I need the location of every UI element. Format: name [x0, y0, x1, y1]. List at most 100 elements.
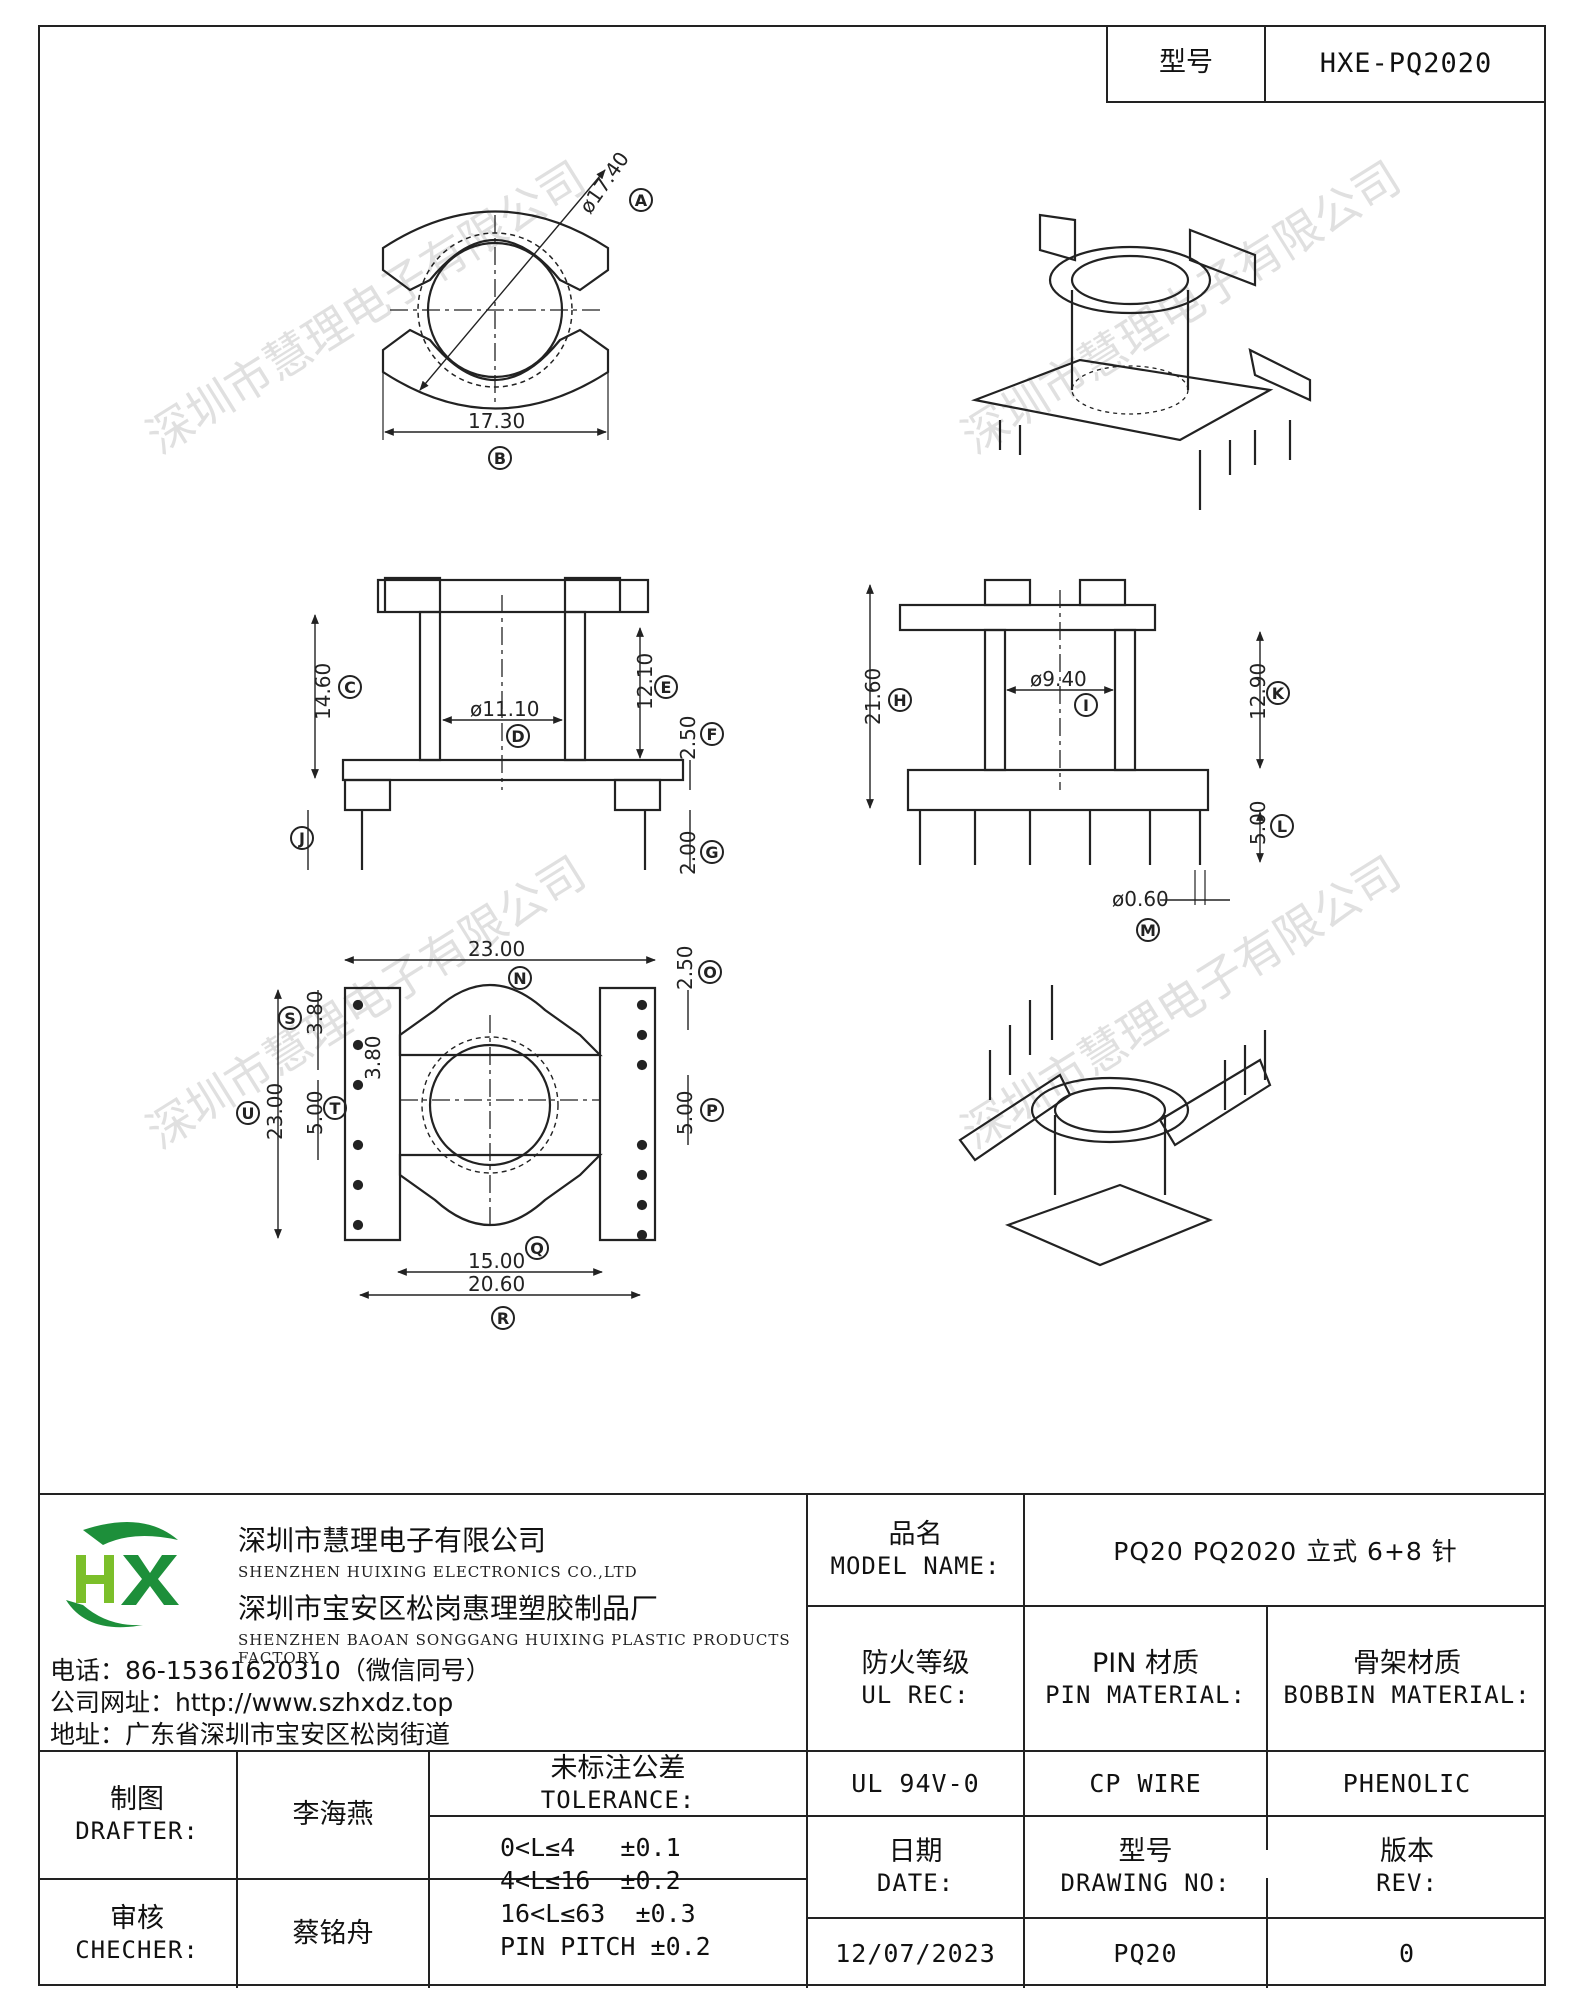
svg-text:E: E	[661, 678, 672, 697]
watermark-text-3: 深圳市慧理电子有限公司	[137, 845, 595, 1159]
drawing-no-label-en: DRAWING NO:	[1060, 1869, 1231, 1897]
company-area: HX 深圳市慧理电子有限公司 SHENZHEN HUIXING ELECTRON…	[38, 1495, 808, 1750]
marker-M: M	[1136, 918, 1160, 942]
marker-J: J	[290, 826, 314, 850]
dim-L: 5.00	[1246, 800, 1270, 845]
drafter-label-en: DRAFTER:	[75, 1817, 199, 1845]
watermark-text-2: 深圳市慧理电子有限公司	[952, 150, 1410, 464]
marker-C: C	[338, 675, 362, 699]
svg-text:A: A	[635, 191, 648, 210]
drafter-label: 制图 DRAFTER:	[38, 1752, 236, 1878]
marker-K: K	[1266, 681, 1290, 705]
pin-material-label-en: PIN MATERIAL:	[1045, 1680, 1246, 1709]
dim-S: 3.80	[303, 990, 327, 1035]
tolerance-row: PIN PITCH ±0.2	[500, 1932, 711, 1961]
dim-G: 2.00	[676, 830, 700, 875]
dim-B: 17.30	[468, 409, 525, 433]
company-address: 地址：广东省深圳市宝安区松岗街道	[50, 1720, 451, 1749]
dim-K: 12.90	[1246, 663, 1270, 720]
factory-name-cn: 深圳市宝安区松岗惠理塑胶制品厂	[238, 1592, 659, 1625]
dim-T: 5.00	[303, 1090, 327, 1135]
side-view	[866, 578, 1264, 905]
svg-text:I: I	[1083, 696, 1089, 715]
marker-D: D	[506, 724, 530, 748]
rev-value: 0	[1398, 1939, 1416, 1968]
svg-text:R: R	[497, 1309, 509, 1328]
company-logo-icon: HX	[66, 1522, 179, 1634]
dim-N: 23.00	[468, 937, 525, 961]
bobbin-material-label-en: BOBBIN MATERIAL:	[1283, 1680, 1531, 1709]
dim-C: 14.60	[311, 663, 335, 720]
marker-I: I	[1074, 693, 1098, 717]
bottom-view	[274, 956, 689, 1299]
marker-H: H	[888, 688, 912, 712]
dim-S2: 3.80	[361, 1035, 385, 1080]
svg-text:HX: HX	[148, 1632, 150, 1634]
marker-U: U	[236, 1101, 260, 1125]
dim-H: 21.60	[861, 668, 885, 725]
dim-F: 2.50	[676, 715, 700, 760]
tolerance-row: 0<L≤4 ±0.1	[500, 1833, 681, 1862]
svg-text:T: T	[330, 1099, 341, 1118]
company-website: 公司网址：http://www.szhxdz.top	[50, 1688, 454, 1717]
marker-Q: Q	[525, 1236, 549, 1260]
watermark-group: 深圳市慧理电子有限公司 深圳市慧理电子有限公司 深圳市慧理电子有限公司 深圳市慧…	[137, 150, 1410, 1159]
checker-label-cn: 审核	[110, 1903, 164, 1934]
date-label-cn: 日期	[888, 1836, 943, 1867]
checker-value: 蔡铭舟	[292, 1918, 374, 1949]
date-value: 12/07/2023	[835, 1939, 996, 1968]
svg-text:F: F	[707, 725, 718, 744]
header-model-box: 型号 HXE-PQ2020	[1106, 25, 1546, 103]
rev-label-en: REV:	[1376, 1869, 1438, 1897]
title-block: HX 深圳市慧理电子有限公司 SHENZHEN HUIXING ELECTRON…	[38, 1493, 1546, 1988]
svg-text:B: B	[494, 449, 506, 468]
rev-label-cn: 版本	[1380, 1836, 1434, 1867]
dim-Q: 15.00	[468, 1249, 525, 1273]
dim-I: ø9.40	[1030, 667, 1087, 691]
svg-text:J: J	[298, 829, 305, 848]
svg-text:U: U	[242, 1104, 255, 1123]
rev-label: 版本 REV:	[1268, 1817, 1546, 1917]
svg-text:G: G	[705, 843, 718, 862]
top-view	[381, 169, 610, 440]
svg-text:H: H	[893, 691, 906, 710]
svg-text:P: P	[706, 1101, 718, 1120]
company-name-cn: 深圳市慧理电子有限公司	[238, 1524, 547, 1557]
bobbin-material-label-cn: 骨架材质	[1353, 1647, 1461, 1679]
bobbin-material-value: PHENOLIC	[1342, 1769, 1472, 1798]
marker-P: P	[700, 1098, 724, 1122]
date-label: 日期 DATE:	[808, 1817, 1023, 1917]
marker-G: G	[700, 840, 724, 864]
drawing-no-label: 型号 DRAWING NO:	[1025, 1817, 1266, 1917]
ul-value: UL 94V-0	[851, 1769, 980, 1798]
pin-material-label: PIN 材质 PIN MATERIAL:	[1025, 1607, 1266, 1750]
pin-material-value: CP WIRE	[1089, 1769, 1202, 1798]
bobbin-material-label: 骨架材质 BOBBIN MATERIAL:	[1268, 1607, 1546, 1750]
header-model-label: 型号	[1108, 25, 1266, 101]
svg-text:O: O	[703, 963, 717, 982]
pin-material-label-cn: PIN 材质	[1091, 1647, 1200, 1679]
header-model-value: HXE-PQ2020	[1319, 47, 1493, 79]
svg-text:D: D	[511, 727, 524, 746]
isometric-view-top	[971, 213, 1312, 510]
marker-A: A	[629, 188, 653, 212]
svg-text:S: S	[284, 1009, 296, 1028]
marker-R: R	[491, 1306, 515, 1330]
marker-E: E	[654, 675, 678, 699]
company-name-en: SHENZHEN HUIXING ELECTRONICS CO.,LTD	[238, 1563, 638, 1581]
drafter-value: 李海燕	[292, 1799, 374, 1830]
technical-drawing: 深圳市慧理电子有限公司 深圳市慧理电子有限公司 深圳市慧理电子有限公司 深圳市慧…	[137, 147, 1410, 1330]
drawing-no-label-cn: 型号	[1118, 1836, 1173, 1867]
tolerance-row: 16<L≤63 ±0.3	[500, 1899, 696, 1928]
marker-O: O	[698, 960, 722, 984]
watermark-text-4: 深圳市慧理电子有限公司	[952, 845, 1410, 1159]
svg-text:L: L	[1277, 817, 1287, 836]
dim-U: 23.00	[263, 1083, 287, 1140]
dim-P: 5.00	[673, 1090, 697, 1135]
model-name-label: 品名 MODEL NAME:	[808, 1495, 1023, 1605]
drawing-frame	[38, 25, 1546, 1986]
tolerance-label-cn: 未标注公差	[550, 1752, 686, 1784]
checker-label-en: CHECHER:	[75, 1936, 199, 1964]
svg-text:N: N	[513, 969, 526, 988]
marker-B: B	[488, 446, 512, 470]
